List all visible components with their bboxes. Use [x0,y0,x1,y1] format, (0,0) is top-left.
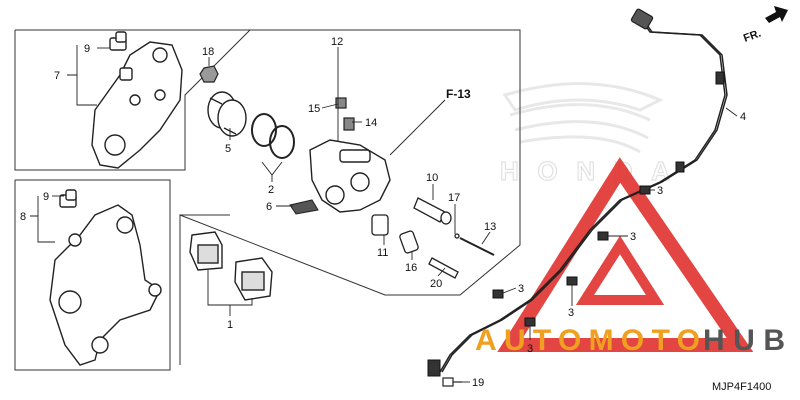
bleed-valve [335,97,355,131]
part-label-8: 8 [20,211,26,223]
caliper-bracket-upper [91,41,183,169]
part-label-5: 5 [225,143,231,155]
sensor-wire [439,21,728,373]
leader-lines [30,45,738,383]
part-label-10: 10 [426,172,438,184]
part-label-7: 7 [54,70,60,82]
part-label-16: 16 [405,262,417,274]
part-label-13: 13 [484,221,496,233]
pad-spring [289,199,319,215]
slider-rubber-lower [59,189,77,208]
part-label-12: 12 [331,36,343,48]
watermark-brand-right: HUB [703,324,785,357]
diagram-code: MJP4F1400 [712,381,771,393]
part-label-4: 4 [740,111,746,123]
part-labels: 9 7 9 8 18 12 15 14 F-13 5 2 6 1 10 17 1… [20,36,746,389]
slider-rubber-upper [109,31,127,51]
direction-label: FR. [742,27,763,44]
honda-wing-logo [502,82,664,154]
part-label-19: 19 [472,377,484,389]
brake-pads [189,231,273,301]
part-label-9: 9 [43,191,49,203]
caliper-piston [207,91,247,137]
part-label-3: 3 [657,185,663,197]
part-label-3: 3 [568,307,574,319]
caliper-body [309,139,391,213]
caliper-pins [371,197,495,279]
frame-left-bottom [14,179,171,371]
section-ref-label: F-13 [446,87,471,101]
frame-left-top [14,29,252,171]
caliper-bracket-lower [49,204,162,366]
part-label-3: 3 [630,231,636,243]
part-label-3: 3 [527,343,533,355]
wire-connector [630,8,654,30]
watermark-brand: AUTOMOTO HUB [475,324,785,357]
part-label-1: 1 [227,319,233,331]
part-label-14: 14 [365,117,377,129]
watermark-triangle [497,157,754,352]
part-label-18: 18 [202,46,214,58]
wire-clips [427,71,725,377]
part-label-3: 3 [518,283,524,295]
part-label-2: 2 [268,184,274,196]
part-label-17: 17 [448,192,460,204]
part-label-11: 11 [377,247,388,259]
part-label-9: 9 [84,43,90,55]
part-label-20: 20 [430,278,442,290]
part-label-15: 15 [308,103,320,115]
bolt-19 [442,377,462,387]
honda-logo-text: HONDA [500,156,670,186]
cap-nut-18 [199,65,219,83]
part-label-6: 6 [266,201,272,213]
piston-seals [251,113,295,159]
front-arrow: FR. [742,6,788,45]
